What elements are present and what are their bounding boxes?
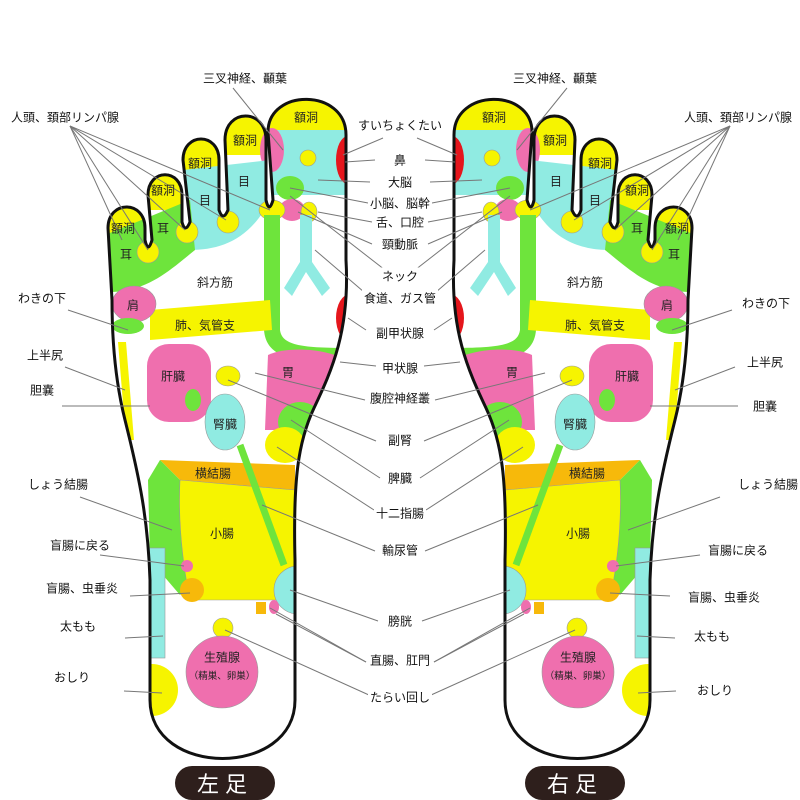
region-trapezius: 斜方筋 (566, 275, 604, 290)
region-lung: 肺、気管支 (174, 318, 236, 333)
label-colon-right: しょう結腸 (737, 477, 799, 492)
left-foot (62, 88, 385, 790)
label-nose: 鼻 (391, 151, 409, 169)
region-gonad-sub: （精巣、卵巣） (544, 671, 612, 682)
label-tongue: 舌、口腔 (373, 213, 427, 231)
label-gallbladder-right: 胆嚢 (752, 399, 778, 414)
region-sinus: 額洞 (481, 110, 507, 125)
region-sinus: 額洞 (150, 183, 176, 198)
region-sinus: 額洞 (624, 183, 650, 198)
region-sinus: 額洞 (587, 156, 613, 171)
label-cerebellum: 小脳、脳幹 (367, 194, 433, 212)
label-cecum-return-left: 盲腸に戻る (49, 538, 111, 553)
region-lung: 肺、気管支 (564, 318, 626, 333)
region-ear: 耳 (630, 221, 644, 236)
region-eye: 目 (237, 174, 251, 189)
label-ureter: 輸尿管 (379, 541, 421, 559)
label-bladder: 膀胱 (385, 612, 415, 630)
label-parathyroid: 副甲状腺 (373, 324, 427, 342)
label-cecum-return-right: 盲腸に戻る (707, 543, 769, 558)
label-buttock-right: おしり (696, 683, 734, 698)
label-thyroid: 甲状腺 (379, 359, 421, 377)
region-sinus: 額洞 (542, 133, 568, 148)
label-tarai: たらい回し (367, 688, 433, 706)
label-upper-hip-left: 上半尻 (26, 348, 64, 363)
region-kidney: 腎臓 (562, 417, 588, 432)
region-sinus: 額洞 (232, 133, 258, 148)
label-trigeminal-right: 三叉神経、顳葉 (512, 71, 598, 86)
label-armpit-right: わきの下 (741, 296, 791, 311)
region-sinus: 額洞 (187, 156, 213, 171)
region-transverse-colon: 横結腸 (568, 466, 606, 481)
region-transverse-colon: 横結腸 (194, 466, 232, 481)
label-carotid: 頸動脈 (379, 235, 421, 253)
region-shoulder: 肩 (660, 298, 674, 313)
region-stomach: 胃 (281, 365, 295, 380)
label-lymph-right: 人頭、頚部リンパ腺 (683, 110, 793, 125)
region-sinus: 額洞 (293, 110, 319, 125)
label-duodenum: 十二指腸 (373, 504, 427, 522)
region-eye: 目 (588, 193, 602, 208)
label-esophagus: 食道、ガス管 (361, 289, 439, 307)
label-spleen: 脾臓 (385, 469, 415, 487)
right-foot-badge: 右足 (525, 766, 625, 800)
region-sinus: 額洞 (664, 221, 690, 236)
label-upper-hip-right: 上半尻 (746, 355, 784, 370)
region-ear: 耳 (156, 221, 170, 236)
label-gallbladder-left: 胆嚢 (29, 383, 55, 398)
left-foot-badge: 左足 (175, 766, 275, 800)
region-eye: 目 (549, 174, 563, 189)
region-liver: 肝臓 (160, 369, 186, 384)
region-ear: 耳 (667, 247, 681, 262)
label-neck: ネック (379, 267, 421, 285)
region-liver: 肝臓 (614, 369, 640, 384)
region-gonad: 生殖腺 (203, 650, 241, 665)
region-small-intestine: 小腸 (209, 526, 235, 541)
label-adrenal: 副腎 (385, 431, 415, 449)
region-trapezius: 斜方筋 (196, 275, 234, 290)
label-trigeminal-left: 三叉神経、顳葉 (202, 71, 288, 86)
region-sinus: 額洞 (110, 221, 136, 236)
label-lymph-left: 人頭、頚部リンパ腺 (10, 110, 120, 125)
region-kidney: 腎臓 (212, 417, 238, 432)
label-thigh-right: 太もも (693, 629, 731, 644)
label-buttock-left: おしり (53, 670, 91, 685)
region-stomach: 胃 (505, 365, 519, 380)
label-celiac-plexus: 腹腔神経叢 (367, 389, 433, 407)
label-appendix-right: 盲腸、虫垂炎 (687, 590, 761, 605)
label-appendix-left: 盲腸、虫垂炎 (45, 581, 119, 596)
region-shoulder: 肩 (126, 298, 140, 313)
region-ear: 耳 (119, 247, 133, 262)
region-small-intestine: 小腸 (565, 526, 591, 541)
label-armpit-left: わきの下 (17, 291, 67, 306)
region-eye: 目 (198, 193, 212, 208)
label-rectum: 直腸、肛門 (367, 651, 433, 669)
label-colon-left: しょう結腸 (27, 477, 89, 492)
label-suichokutai: すいちょくたい (355, 116, 445, 134)
label-thigh-left: 太もも (59, 619, 97, 634)
right-foot (415, 88, 738, 790)
region-gonad: 生殖腺 (559, 650, 597, 665)
region-gonad-sub: （精巣、卵巣） (188, 671, 256, 682)
label-cerebrum: 大脳 (385, 173, 415, 191)
